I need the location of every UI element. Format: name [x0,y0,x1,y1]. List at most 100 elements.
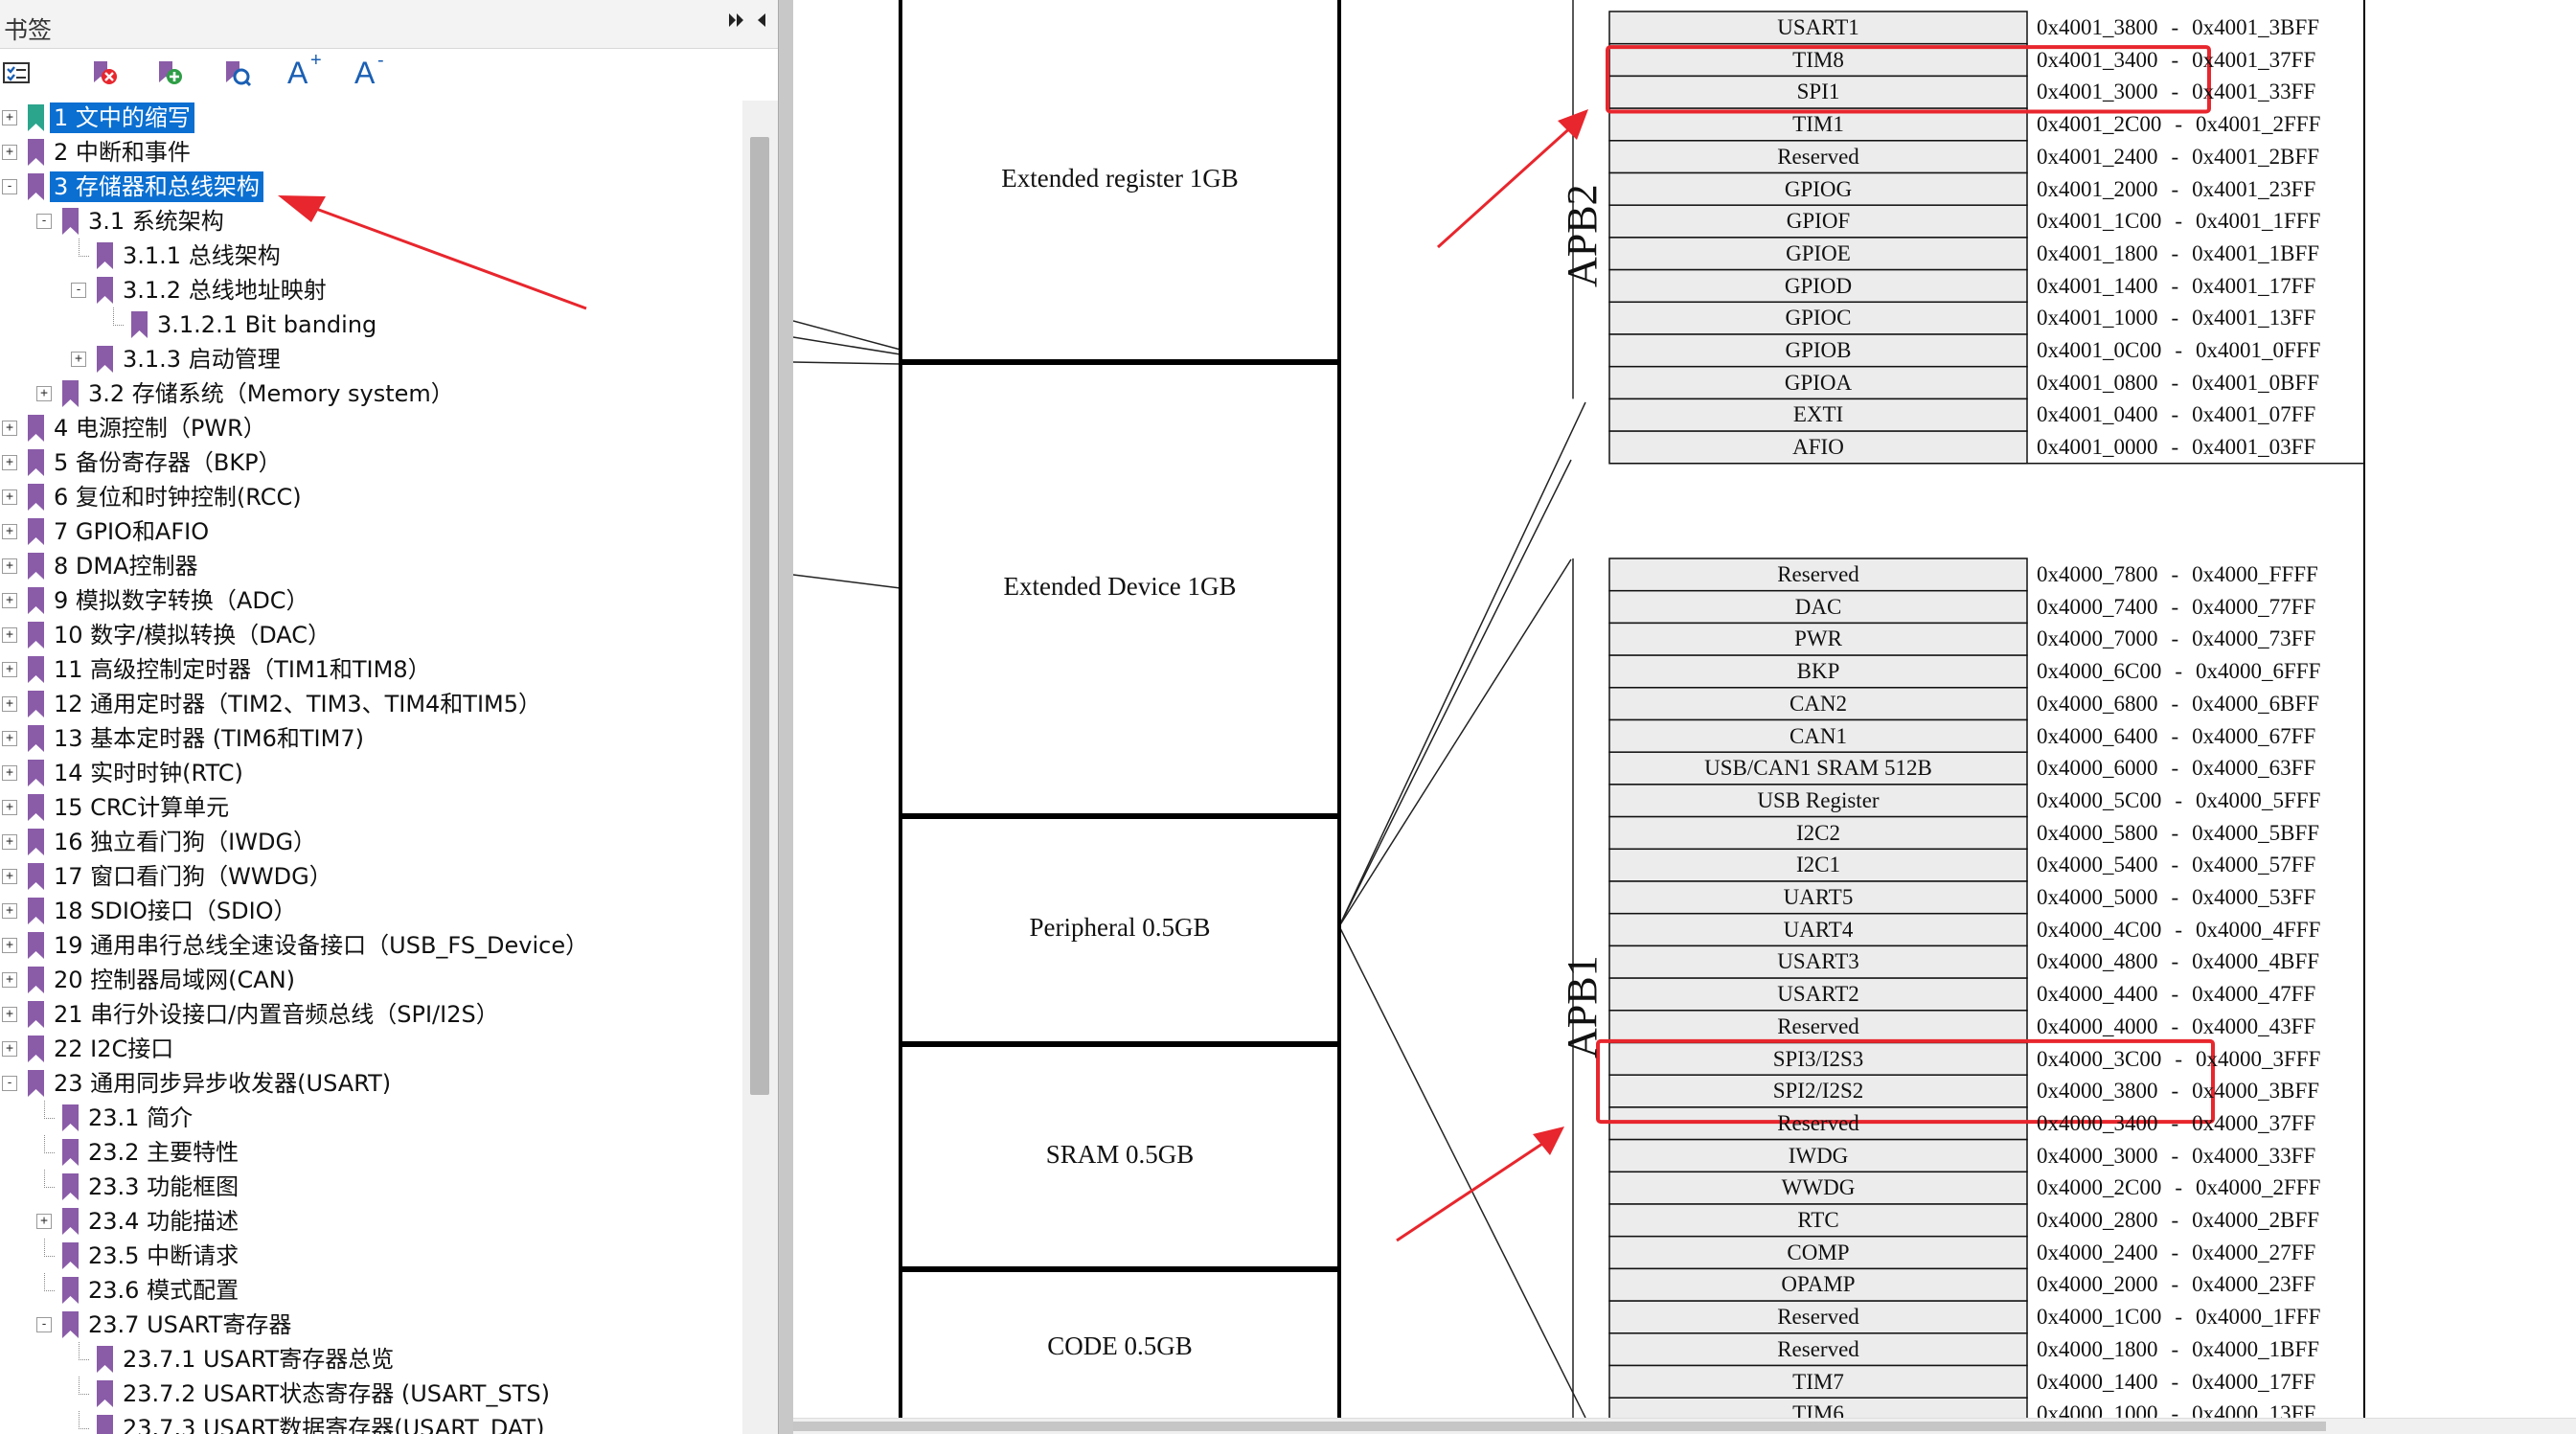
find-bookmark-icon[interactable] [218,56,257,92]
address-separator: - [2171,820,2179,845]
bookmark-item[interactable]: +11 高级控制定时器（TIM1和TIM8） [0,652,742,687]
bookmark-item[interactable]: +13 基本定时器 (TIM6和TIM7) [0,721,742,756]
bookmark-item[interactable]: +6 复位和时钟控制(RCC) [0,480,742,514]
expand-icon[interactable]: + [2,869,17,884]
bookmark-item[interactable]: +10 数字/模拟转换（DAC） [0,618,742,652]
expand-icon[interactable]: + [2,972,17,988]
address-separator: - [2171,982,2179,1007]
expand-icon[interactable]: + [2,627,17,643]
bookmark-item[interactable]: -3.1.2 总线地址映射 [0,273,742,307]
expand-icon[interactable]: + [2,524,17,539]
horizontal-scrollbar[interactable] [793,1418,2576,1434]
expand-icon[interactable]: + [2,800,17,815]
expand-icon[interactable]: + [2,834,17,850]
expand-icon[interactable]: + [2,593,17,608]
address-end: 0x4000_77FF [2192,594,2316,619]
collapse-icon[interactable]: - [2,1076,17,1091]
register-cell [1608,558,2028,592]
expand-icon[interactable]: + [71,352,86,367]
bookmark-item[interactable]: -3.1 系统架构 [0,204,742,239]
collapse-panel-icon[interactable] [753,10,768,36]
bookmark-item[interactable]: +1 文中的缩写 [0,101,742,135]
address-end: 0x4000_67FF [2192,723,2316,748]
scrollbar-thumb[interactable] [750,137,769,1095]
bookmark-label: 9 模拟数字转换（ADC） [54,587,309,614]
expand-icon[interactable]: + [2,110,17,125]
collapse-icon[interactable]: - [36,214,52,229]
collapse-icon[interactable]: - [36,1317,52,1332]
expand-icon[interactable]: + [2,558,17,574]
bookmark-item[interactable]: +8 DMA控制器 [0,549,742,583]
expand-icon[interactable]: + [2,662,17,677]
bookmark-item[interactable]: 23.2 主要特性 [0,1135,742,1170]
register-name: Reserved [1777,1110,1859,1135]
bookmark-item[interactable]: 3.1.1 总线架构 [0,239,742,273]
bookmark-item[interactable]: +18 SDIO接口（SDIO） [0,894,742,928]
expand-icon[interactable]: + [2,489,17,505]
expand-icon[interactable]: + [2,145,17,160]
bookmark-item[interactable]: 23.7.1 USART寄存器总览 [0,1342,742,1377]
bookmark-item[interactable]: +12 通用定时器（TIM2、TIM3、TIM4和TIM5） [0,687,742,721]
bookmark-item[interactable]: +14 实时时钟(RTC) [0,756,742,790]
bookmark-item[interactable]: 23.6 模式配置 [0,1273,742,1308]
bookmark-label: 11 高级控制定时器（TIM1和TIM8） [54,656,431,683]
register-address-range: 0x4000_4000-0x4000_43FF [2037,1011,2315,1042]
tree-connector [44,1135,55,1153]
collapse-icon[interactable]: - [71,283,86,298]
bookmark-item[interactable]: +15 CRC计算单元 [0,790,742,825]
horizontal-scrollbar-thumb[interactable] [793,1422,2326,1431]
expand-icon[interactable]: + [36,386,52,401]
bookmark-item[interactable]: 23.1 简介 [0,1101,742,1135]
expand-icon[interactable]: + [2,696,17,712]
bookmark-item[interactable]: +5 备份寄存器（BKP） [0,445,742,480]
bookmark-item[interactable]: -23 通用同步异步收发器(USART) [0,1066,742,1101]
bookmark-icon [97,242,113,269]
bookmark-item[interactable]: -23.7 USART寄存器 [0,1308,742,1342]
increase-font-icon[interactable]: A + [287,50,322,90]
bookmark-item[interactable]: +9 模拟数字转换（ADC） [0,583,742,618]
expand-icon[interactable]: + [2,1041,17,1057]
bookmark-item[interactable]: +19 通用串行总线全速设备接口（USB_FS_Device） [0,928,742,963]
expand-icon[interactable]: + [36,1214,52,1229]
add-bookmark-icon[interactable] [151,56,190,92]
register-cell [1608,1203,2028,1238]
bookmark-item[interactable]: 23.7.3 USART数据寄存器(USART_DAT) [0,1411,742,1434]
register-name: UART5 [1783,885,1854,909]
decrease-font-icon[interactable]: A - [354,50,384,90]
address-start: 0x4000_7800 [2037,562,2158,586]
address-end: 0x4000_73FF [2192,626,2316,651]
address-end: 0x4000_43FF [2192,1013,2316,1038]
expand-icon[interactable]: + [2,765,17,781]
bookmark-item[interactable]: -3 存储器和总线架构 [0,170,742,204]
bookmark-item[interactable]: +21 串行外设接口/内置音频总线（SPI/I2S） [0,997,742,1032]
bookmark-scrollbar[interactable] [742,101,778,1434]
expand-icon[interactable]: + [2,903,17,919]
bookmark-item[interactable]: +23.4 功能描述 [0,1204,742,1239]
register-address-range: 0x4000_6400-0x4000_67FF [2037,720,2315,752]
tree-connector [44,1239,55,1257]
expand-icon[interactable]: + [2,421,17,436]
bookmark-item[interactable]: +16 独立看门狗（IWDG） [0,825,742,859]
bookmark-item[interactable]: +17 窗口看门狗（WWDG） [0,859,742,894]
bookmark-item[interactable]: +4 电源控制（PWR） [0,411,742,445]
bookmark-item[interactable]: 23.5 中断请求 [0,1239,742,1273]
options-icon[interactable] [0,56,38,92]
bookmark-label: 3.2 存储系统（Memory system） [88,380,454,407]
bookmark-item[interactable]: +22 I2C接口 [0,1032,742,1066]
expand-icon[interactable]: + [2,1007,17,1022]
bookmark-item[interactable]: +7 GPIO和AFIO [0,514,742,549]
bookmark-item[interactable]: +20 控制器局域网(CAN) [0,963,742,997]
bookmark-item[interactable]: 23.7.2 USART状态寄存器 (USART_STS) [0,1377,742,1411]
bookmark-item[interactable]: +3.2 存储系统（Memory system） [0,376,742,411]
bookmark-item[interactable]: +2 中断和事件 [0,135,742,170]
bookmark-item[interactable]: +3.1.3 启动管理 [0,342,742,376]
expand-panel-icon[interactable] [726,10,747,36]
expand-icon[interactable]: + [2,455,17,470]
bookmark-item[interactable]: 3.1.2.1 Bit banding [0,307,742,342]
expand-icon[interactable]: + [2,731,17,746]
expand-icon[interactable]: + [2,938,17,953]
collapse-icon[interactable]: - [2,179,17,194]
register-name: UART4 [1783,917,1854,942]
delete-bookmark-icon[interactable] [86,56,125,92]
bookmark-item[interactable]: 23.3 功能框图 [0,1170,742,1204]
